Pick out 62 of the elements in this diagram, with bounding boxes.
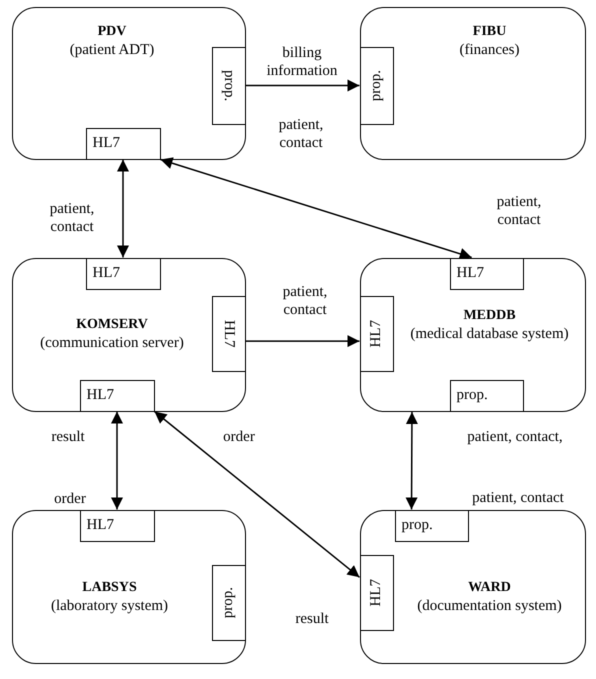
interface-label: prop.	[369, 70, 384, 102]
arrow	[117, 160, 129, 258]
interface-label: prop.	[402, 518, 433, 533]
system-box	[360, 510, 586, 664]
arrow	[111, 412, 123, 510]
interface-box	[80, 510, 154, 542]
interface-label: HL7	[369, 320, 384, 348]
flow-label: order	[53, 490, 87, 508]
interface-box	[360, 554, 394, 630]
system-name: PDV	[96, 22, 128, 40]
interface-label: HL7	[86, 518, 114, 533]
system-description: (patient ADT)	[68, 40, 156, 60]
edge-label: patient, contact	[48, 200, 96, 236]
system-description: (laboratory system)	[50, 596, 170, 616]
interface-box	[86, 258, 160, 290]
interface-box	[394, 510, 468, 542]
flow-label: patient, contact	[496, 193, 542, 229]
system-box	[360, 258, 586, 412]
interface-box	[360, 46, 394, 124]
interface-box	[212, 564, 246, 640]
system-description: (medical database system)	[409, 324, 570, 344]
arrow	[160, 157, 472, 260]
interface-label: HL7	[92, 266, 120, 281]
arrow	[246, 335, 360, 348]
interface-box	[450, 258, 524, 290]
edge-label: patient, contact	[282, 283, 328, 319]
edge-label: order	[222, 428, 256, 446]
arrow	[154, 410, 360, 578]
arrow	[406, 412, 418, 510]
interface-box	[450, 380, 524, 412]
system-description: (communication server)	[39, 334, 185, 352]
interface-label: HL7	[86, 388, 114, 403]
interface-box	[80, 380, 154, 412]
system-name: MEDDB	[462, 306, 517, 324]
flow-label: result	[294, 610, 330, 628]
interface-label: prop.	[456, 388, 488, 403]
system-name: WARD	[467, 578, 512, 596]
arrow	[246, 80, 360, 92]
interface-label: HL7	[221, 320, 236, 348]
system-box	[360, 7, 586, 160]
system-description: (documentation system)	[416, 596, 563, 616]
interface-label: HL7	[92, 136, 120, 151]
interface-box	[86, 128, 160, 160]
interface-label: HL7	[456, 266, 484, 281]
system-box	[12, 258, 246, 412]
interface-label: HL7	[369, 578, 384, 606]
edge-label: patient, contact,	[466, 428, 564, 446]
system-name: LABSYS	[81, 578, 138, 596]
flow-label: patient, contact	[471, 489, 565, 507]
edge-label: patient, contact	[278, 116, 324, 152]
interface-label: prop.	[221, 586, 236, 618]
system-description: (finances)	[458, 40, 520, 60]
system-box	[12, 7, 246, 160]
edge-label: billing information	[266, 44, 338, 80]
interface-box	[360, 296, 394, 372]
interface-box	[212, 296, 246, 372]
interface-box	[212, 46, 246, 124]
edge-label: result	[50, 428, 86, 446]
system-box	[12, 510, 246, 664]
system-name: KOMSERV	[75, 316, 149, 334]
interface-label: prop.	[221, 70, 236, 102]
system-name: FIBU	[472, 22, 508, 40]
